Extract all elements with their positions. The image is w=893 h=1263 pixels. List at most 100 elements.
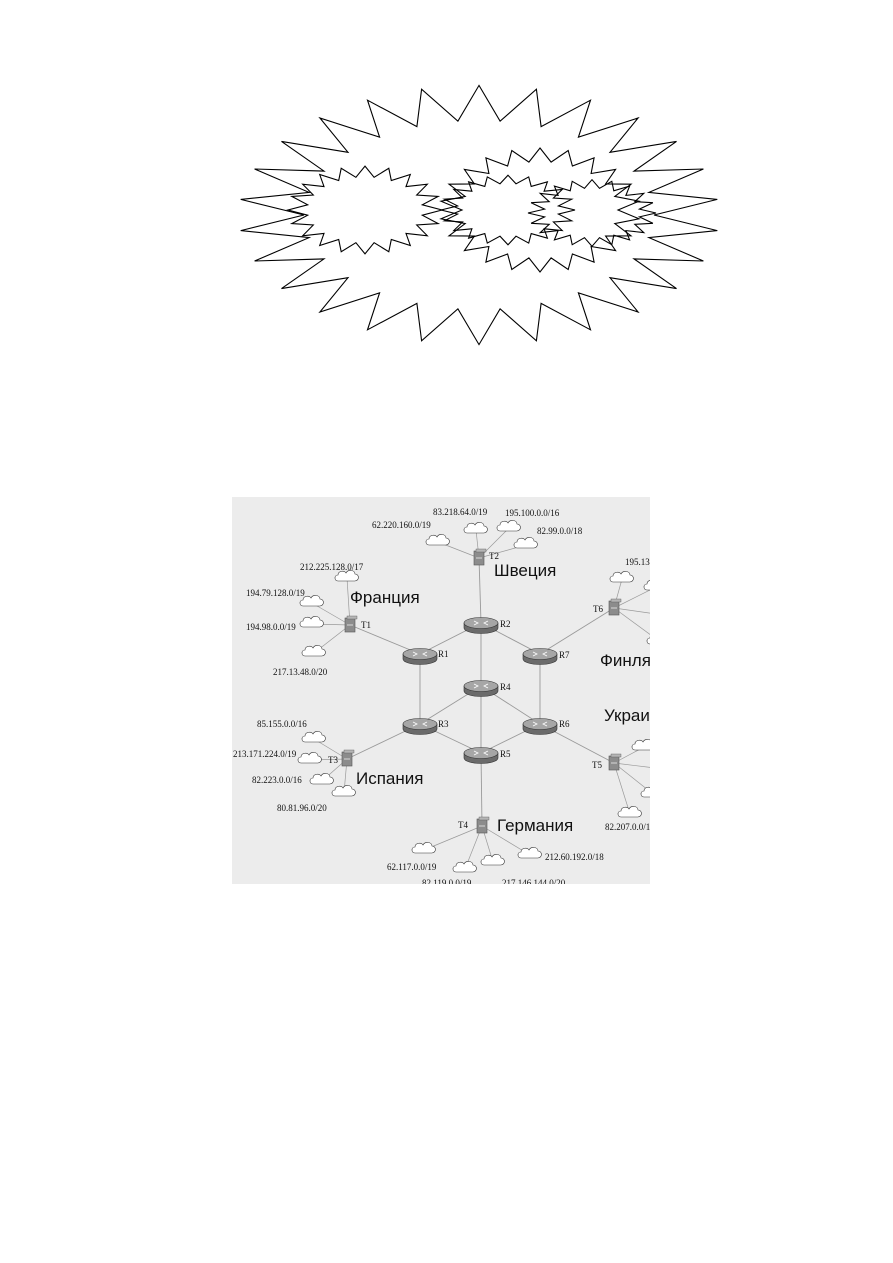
transit-T4	[476, 816, 490, 834]
transit-label: T2	[489, 551, 499, 561]
router-arrows	[532, 651, 548, 657]
network-label: 213.171.224.0/19	[233, 749, 297, 759]
router-label: R3	[438, 719, 449, 729]
router-label: R4	[500, 682, 511, 692]
burst-inner-b	[527, 178, 657, 248]
burst-left	[285, 165, 445, 255]
cloud-icon	[452, 861, 477, 873]
router-arrows	[473, 750, 489, 756]
cloud-icon	[299, 616, 324, 628]
router-icon	[463, 680, 499, 692]
router-R4	[463, 680, 499, 697]
router-R3	[402, 718, 438, 735]
router-arrows	[412, 651, 428, 657]
router-arrows	[473, 620, 489, 626]
transit-label: T5	[592, 760, 602, 770]
network-label: 195.100.0.0/16	[505, 508, 560, 518]
link-R5-T4	[480, 752, 483, 827]
country-label: Швеция	[494, 561, 556, 580]
cloud-icon	[411, 842, 436, 854]
network-label: 212.225.128.0/17	[300, 562, 364, 572]
transit-T1	[344, 615, 358, 633]
network-label: 217.13.48.0/20	[273, 667, 328, 677]
router-R1	[402, 648, 438, 665]
link-T1-net-1	[311, 602, 351, 626]
outer-burst	[240, 84, 718, 346]
switch-top	[346, 615, 358, 620]
network-label: 82.223.0.0/16	[252, 775, 302, 785]
router-R7	[522, 648, 558, 665]
transit-label: T1	[361, 620, 371, 630]
link-T6-net-2	[613, 607, 650, 614]
cloud-icon	[496, 520, 521, 532]
network-label: 212.60.192.0/18	[545, 852, 604, 862]
cloud-icon	[631, 739, 650, 751]
transit-T3	[341, 749, 355, 767]
network-label: 194.98.0.0/19	[246, 622, 296, 632]
cloud-icon	[480, 854, 505, 866]
router-icon	[522, 648, 558, 660]
cloud-icon	[299, 595, 324, 607]
link-R2-T2	[478, 557, 482, 624]
network-label: 82.207.0.0/17	[605, 822, 650, 832]
network-label: 195.134.224.0/19	[625, 557, 650, 567]
link-R1-T1	[349, 624, 421, 655]
router-icon	[522, 718, 558, 730]
labels: 212.225.128.0/17 194.79.128.0/19 194.98.0.…	[233, 507, 650, 884]
country-label: Франция	[350, 588, 420, 607]
cloud-icon	[640, 786, 650, 798]
transit-label: T6	[593, 604, 603, 614]
figure-nested-bursts	[240, 84, 718, 346]
router-label: R5	[500, 749, 511, 759]
transit-T5	[608, 753, 622, 771]
network-label: 62.117.0.0/19	[387, 862, 437, 872]
router-label: R7	[559, 650, 570, 660]
ip-clouds	[297, 520, 650, 873]
network-diagram: 212.225.128.0/17 194.79.128.0/19 194.98.0.…	[232, 497, 650, 884]
transit-label: T4	[458, 820, 468, 830]
switch-top	[610, 753, 622, 758]
cloud-icon	[517, 847, 542, 859]
switch-top	[610, 598, 622, 603]
cloud-icon	[297, 752, 322, 764]
routers	[402, 617, 558, 764]
cloud-icon	[617, 806, 642, 818]
link-R7-T6	[539, 607, 615, 655]
network-label: 194.79.128.0/19	[246, 588, 305, 598]
country-label: Финляндия	[600, 651, 650, 670]
cloud-icon	[646, 636, 650, 645]
cloud-icon	[513, 537, 538, 549]
link-T6-net-3	[613, 607, 650, 635]
network-label: 82.119.0.0/19	[422, 878, 472, 884]
switch-top	[475, 548, 487, 553]
router-R5	[463, 747, 499, 764]
switch-top	[478, 816, 490, 821]
router-icon	[463, 617, 499, 629]
link-T6-net-1	[613, 589, 650, 609]
router-label: R1	[438, 649, 449, 659]
transit-T2	[473, 548, 487, 566]
router-arrows	[473, 683, 489, 689]
cloud-icon	[301, 645, 326, 657]
switch-top	[343, 749, 355, 754]
cloud-icon	[309, 773, 334, 785]
cloud-icon	[609, 571, 634, 583]
cloud-icon	[334, 570, 359, 582]
router-icon	[402, 648, 438, 660]
cloud-icon	[463, 522, 488, 534]
network-label: 83.218.64.0/19	[433, 507, 488, 517]
router-arrows	[412, 721, 428, 727]
network-label: 62.220.160.0/19	[372, 520, 431, 530]
cloud-icon	[301, 731, 326, 743]
router-R2	[463, 617, 499, 634]
country-label: Германия	[497, 816, 573, 835]
link-T5-net-1	[613, 762, 650, 768]
link-T5-net-3	[613, 762, 631, 815]
cloud-icon	[425, 534, 450, 546]
network-label: 82.99.0.0/18	[537, 526, 583, 536]
network-label: 217.146.144.0/20	[502, 878, 566, 884]
transit-label: T3	[328, 755, 338, 765]
transit-switches	[341, 548, 622, 834]
burst-right-container	[439, 147, 641, 273]
cloud-icon	[643, 580, 650, 591]
